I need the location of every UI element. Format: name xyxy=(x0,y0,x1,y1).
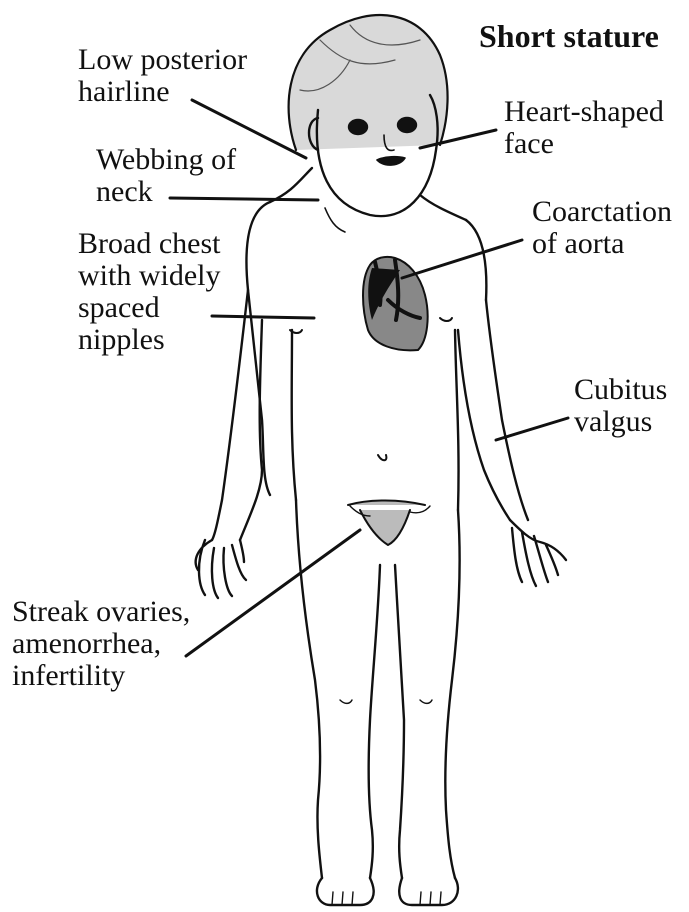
right-eye xyxy=(398,118,416,132)
torso-left xyxy=(246,202,270,495)
right-nipple xyxy=(440,318,452,321)
left-foot xyxy=(317,878,374,905)
label-broad-chest: Broad chest with widely spaced nipples xyxy=(78,228,221,356)
right-hand xyxy=(510,520,566,586)
pubic-region xyxy=(348,500,425,545)
neck-left xyxy=(270,168,312,202)
right-foot xyxy=(399,878,458,905)
neck-right xyxy=(420,195,466,220)
torso-right xyxy=(466,220,486,300)
navel xyxy=(378,455,386,460)
left-arm-inner xyxy=(240,320,262,540)
label-streak-ovaries: Streak ovaries, amenorrhea, infertility xyxy=(12,596,190,692)
label-low-posterior-hairline: Low posterior hairline xyxy=(78,44,247,108)
title: Short stature xyxy=(479,20,659,52)
leader-chest xyxy=(212,316,314,318)
right-leg-outer xyxy=(445,510,459,878)
leader-cubitus xyxy=(496,418,568,440)
waist-left xyxy=(292,330,296,500)
label-coarctation-of-aorta: Coarctation of aorta xyxy=(532,196,672,260)
left-leg-inner xyxy=(369,565,380,878)
mouth xyxy=(377,157,405,165)
left-eye xyxy=(349,120,367,134)
label-cubitus-valgus: Cubitus valgus xyxy=(574,374,667,438)
label-webbing-of-neck: Webbing of neck xyxy=(96,144,236,208)
waist-right xyxy=(455,330,459,510)
right-leg-inner xyxy=(395,565,404,878)
hair xyxy=(289,15,448,150)
left-hand xyxy=(196,540,246,598)
leader-aorta xyxy=(402,240,522,278)
left-nipple xyxy=(290,330,302,333)
left-leg-outer xyxy=(296,500,322,878)
leader-ovaries xyxy=(186,530,360,656)
label-heart-shaped-face: Heart-shaped face xyxy=(504,96,664,160)
